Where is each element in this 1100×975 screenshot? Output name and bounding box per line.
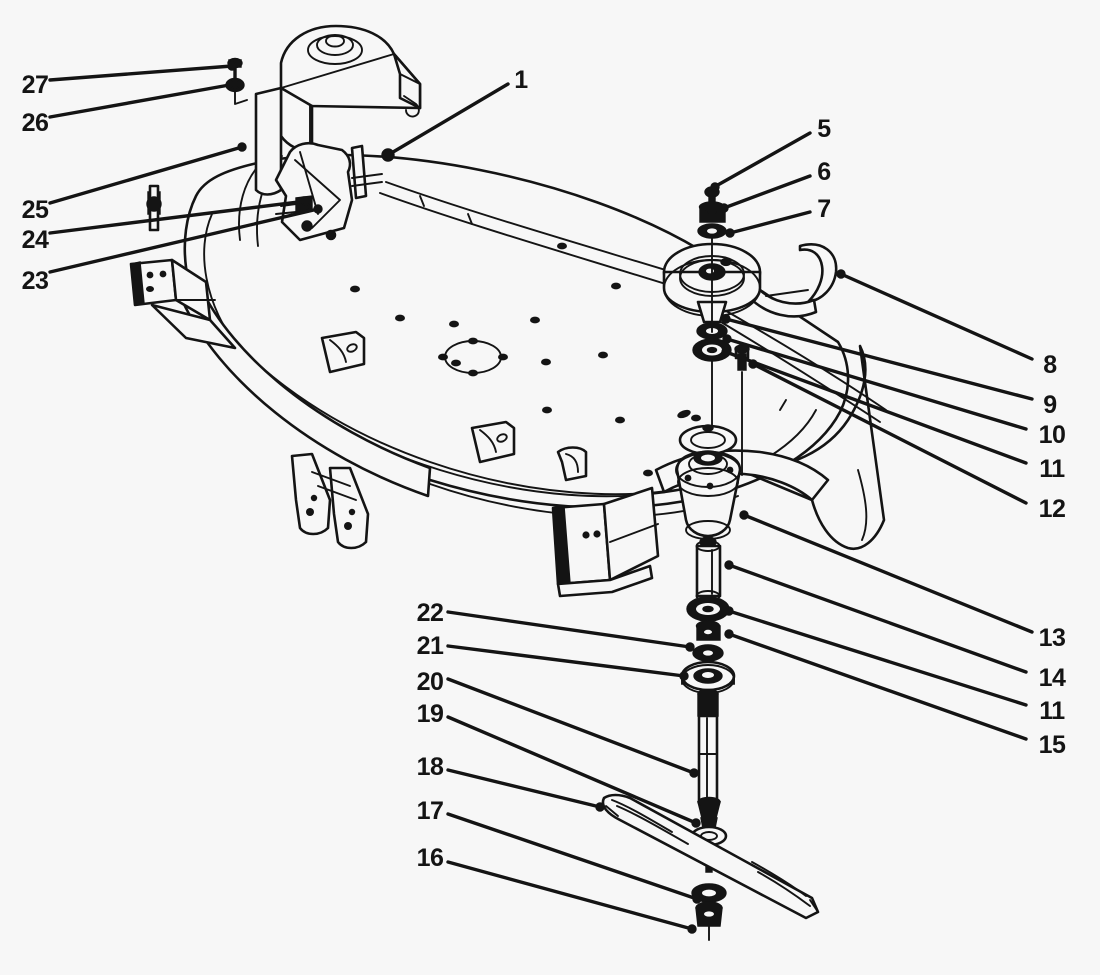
callout-number-12[interactable]: 12 [1039, 495, 1066, 523]
callout-number-8[interactable]: 8 [1043, 351, 1058, 379]
belt-cover [254, 24, 422, 196]
spindle-housing [675, 424, 742, 540]
callout-number-20[interactable]: 20 [417, 668, 444, 696]
callout-number-16[interactable]: 16 [417, 844, 444, 872]
belt-section-detail [748, 243, 838, 318]
callout-number-11-lower[interactable]: 11 [1039, 697, 1066, 725]
callout-number-21[interactable]: 21 [417, 632, 445, 660]
callout-number-25[interactable]: 25 [22, 196, 50, 224]
deck-mounting-brackets [129, 258, 660, 598]
callout-number-13[interactable]: 13 [1039, 624, 1066, 652]
callout-number-1[interactable]: 1 [514, 66, 529, 94]
callout-number-24[interactable]: 24 [22, 226, 50, 254]
spindle-lower-stack [680, 536, 736, 694]
callout-number-18[interactable]: 18 [417, 753, 445, 781]
callout-number-14[interactable]: 14 [1039, 664, 1067, 692]
callout-number-10[interactable]: 10 [1039, 421, 1066, 449]
callout-number-11-upper[interactable]: 11 [1039, 455, 1066, 483]
drive-pulley-assembly [662, 186, 762, 476]
callout-leaders [48, 61, 1034, 934]
callout-number-5[interactable]: 5 [817, 115, 832, 143]
callout-number-17[interactable]: 17 [417, 797, 444, 825]
callout-number-23[interactable]: 23 [22, 267, 49, 295]
deck-surface-details [146, 242, 701, 482]
callout-numbers: 1 5 6 7 8 9 10 11 12 13 14 11 15 16 17 1… [22, 66, 1067, 872]
callout-number-6[interactable]: 6 [817, 158, 831, 186]
callout-number-19[interactable]: 19 [417, 700, 444, 728]
callout-number-15[interactable]: 15 [1039, 731, 1067, 759]
callout-number-22[interactable]: 22 [417, 599, 444, 627]
callout-number-26[interactable]: 26 [22, 109, 49, 137]
callout-number-7[interactable]: 7 [817, 195, 831, 223]
callout-number-9[interactable]: 9 [1043, 391, 1057, 419]
callout-number-27[interactable]: 27 [22, 71, 49, 99]
